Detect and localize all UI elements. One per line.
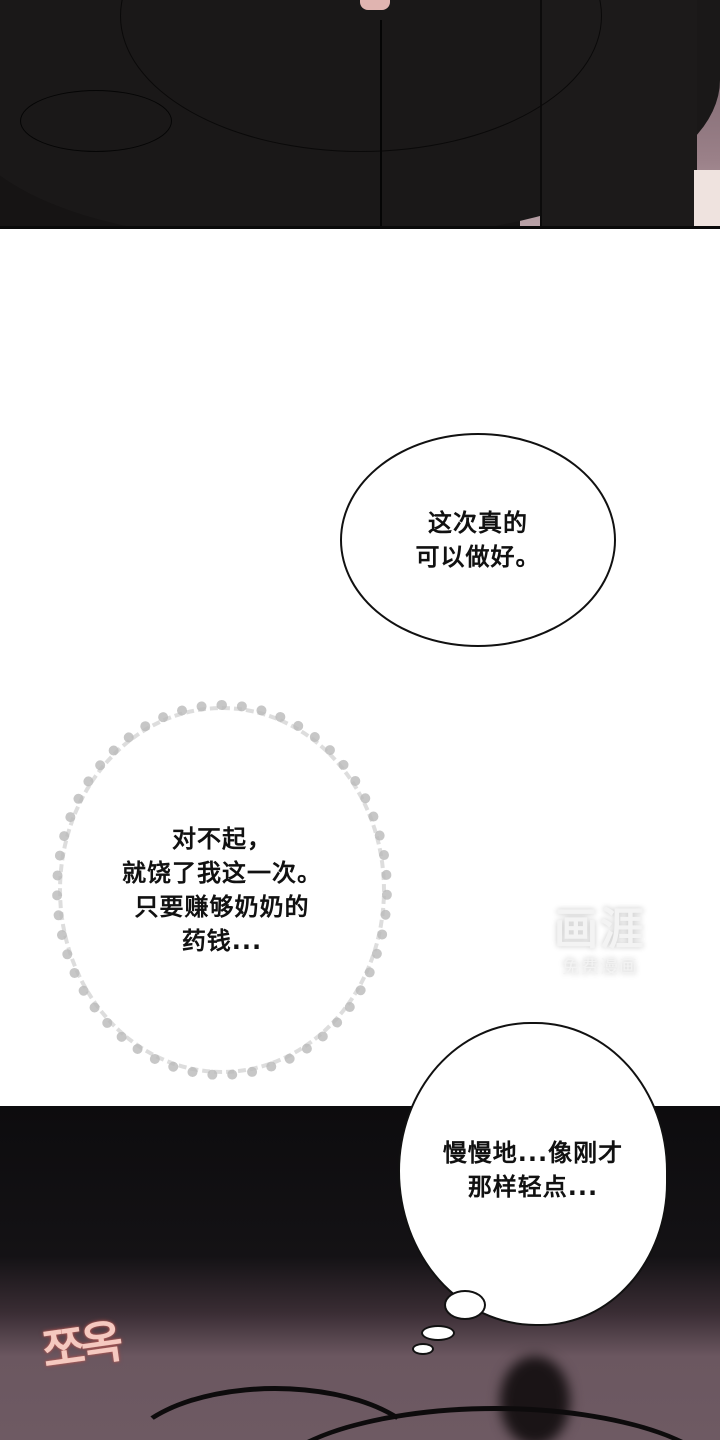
clothing-fold bbox=[20, 90, 172, 152]
top-panel-artwork bbox=[0, 0, 720, 229]
burst-ring bbox=[52, 700, 392, 1080]
hair-strand bbox=[120, 1386, 430, 1440]
skin-detail-right bbox=[694, 170, 720, 226]
thought-bubble-puff bbox=[444, 1290, 486, 1320]
hair-strand bbox=[260, 1406, 720, 1440]
sound-effect: 쪼옥 bbox=[39, 1313, 123, 1379]
thought-dot-small bbox=[412, 1343, 434, 1355]
speech-text: 这次真的 可以做好。 bbox=[415, 509, 541, 571]
thought-text: 慢慢地...像刚才 那样轻点... bbox=[442, 1139, 624, 1201]
thought-dot-large bbox=[421, 1325, 455, 1341]
watermark: 画涯 免费漫画 bbox=[540, 905, 660, 981]
burst-ring-inner bbox=[58, 706, 386, 1074]
thought-bubble: 慢慢地...像刚才 那样轻点... bbox=[398, 1022, 668, 1326]
speech-bubble: 这次真的 可以做好。 bbox=[340, 433, 616, 647]
watermark-logo: 画涯 bbox=[554, 904, 646, 955]
watermark-subtitle: 免费漫画 bbox=[562, 957, 638, 978]
clothing-seam bbox=[380, 20, 384, 226]
burst-bubble: 对不起， 就饶了我这一次。 只要赚够奶奶的 药钱... bbox=[52, 700, 392, 1080]
burst-text: 对不起， 就饶了我这一次。 只要赚够奶奶的 药钱... bbox=[122, 825, 322, 955]
